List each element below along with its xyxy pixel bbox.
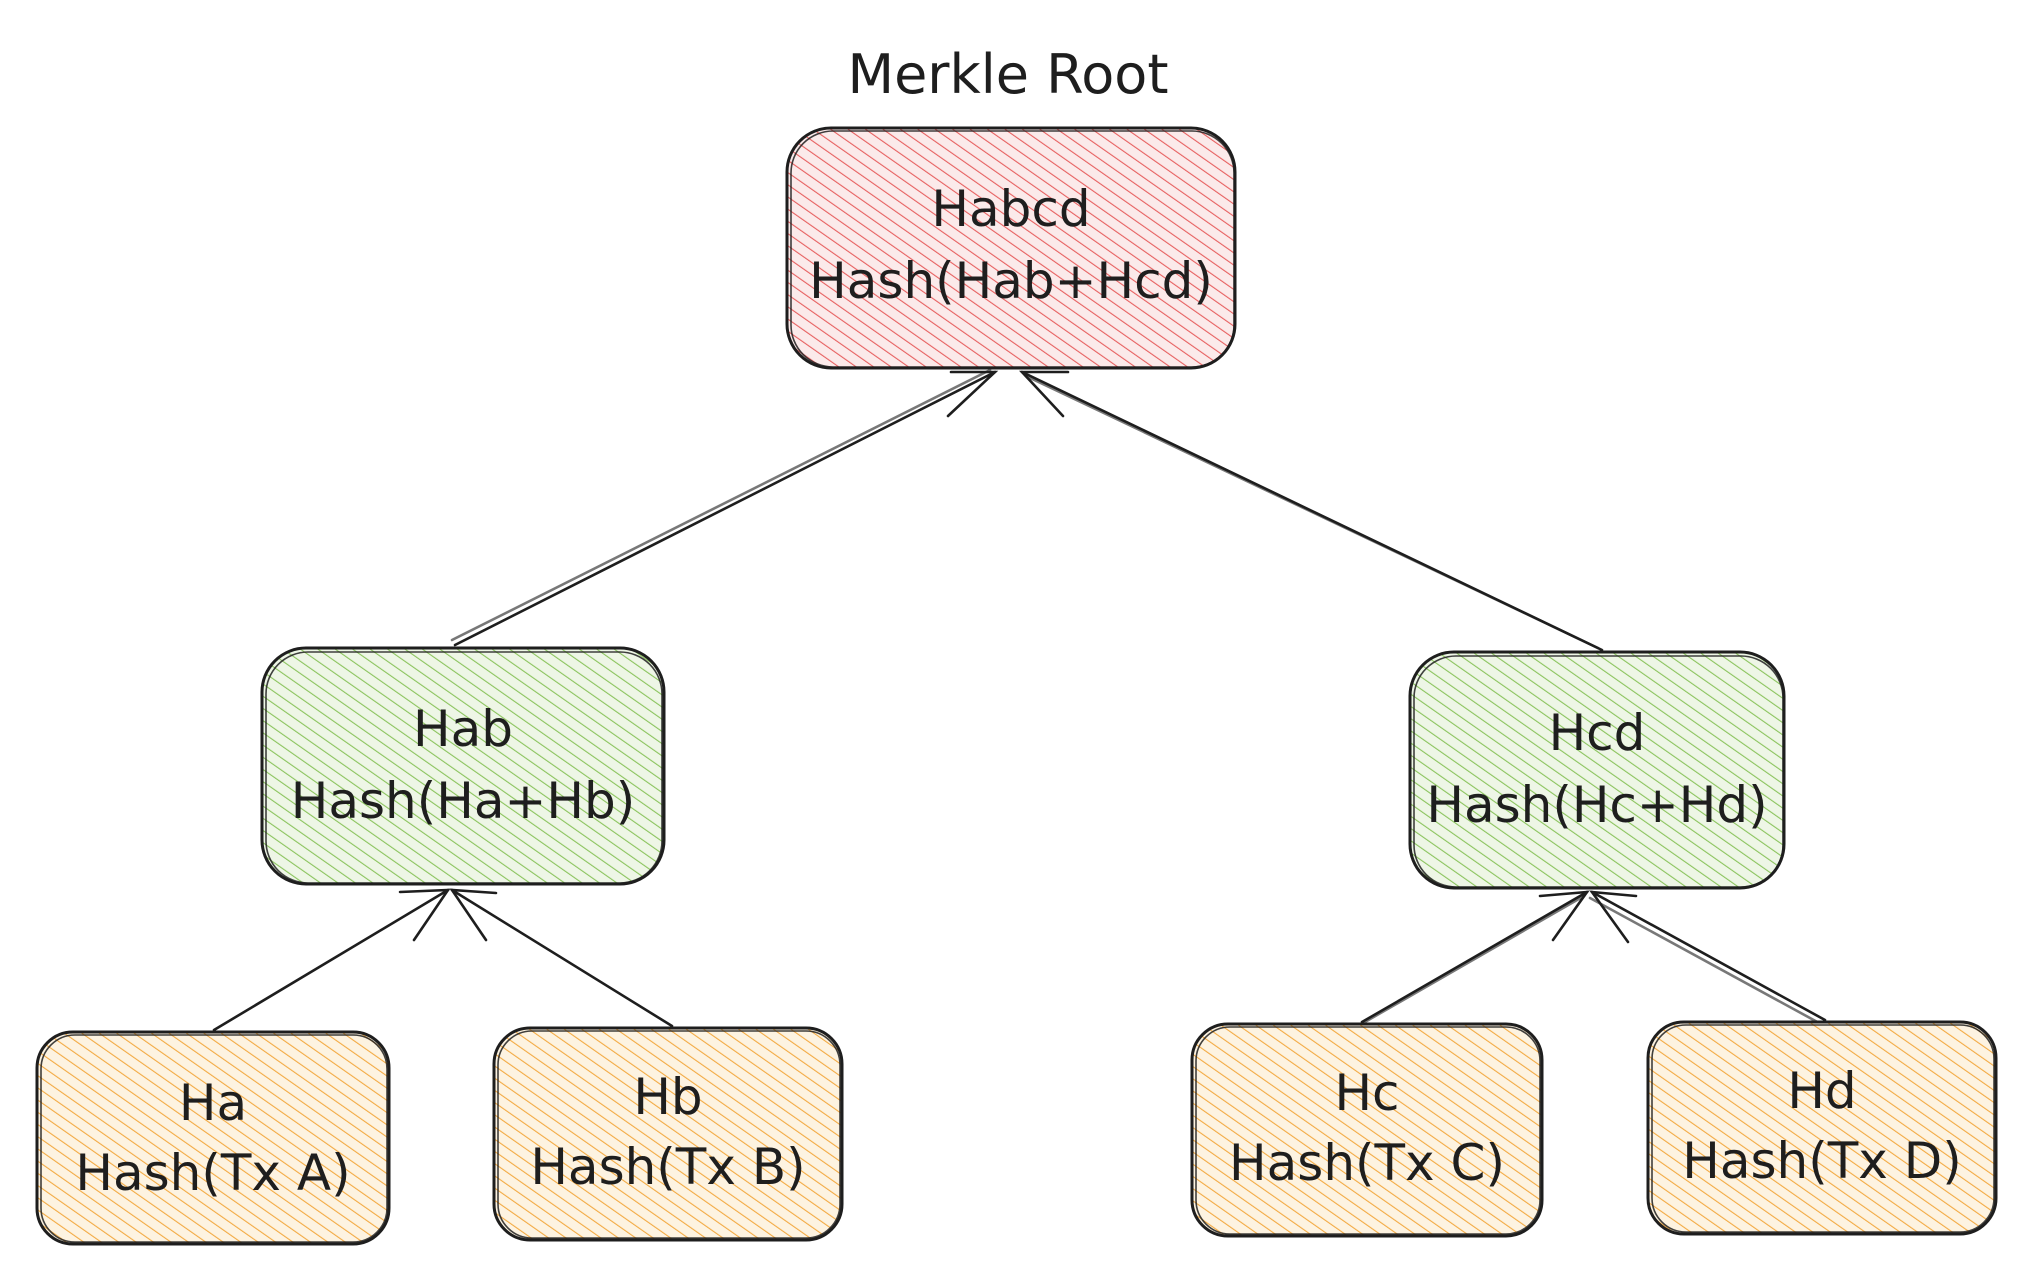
hb-title: Hb (633, 1068, 702, 1126)
node-hc: Hc Hash(Tx C) (1190, 1022, 1544, 1238)
root-title: Habcd (931, 180, 1090, 238)
node-hb: Hb Hash(Tx B) (492, 1026, 844, 1242)
hcd-title: Hcd (1549, 704, 1646, 762)
node-hab: Hab Hash(Ha+Hb) (260, 646, 666, 886)
edge-hab-to-root (450, 368, 999, 647)
edges (212, 368, 1827, 1032)
node-hcd: Hcd Hash(Hc+Hd) (1408, 650, 1786, 890)
node-hd: Hd Hash(Tx D) (1646, 1020, 1998, 1236)
hcd-hash: Hash(Hc+Hd) (1426, 776, 1767, 834)
ha-hash: Hash(Tx A) (75, 1144, 350, 1202)
edge-hc-to-hcd (1356, 890, 1590, 1028)
edge-ha-to-hab (212, 888, 451, 1032)
hab-hash: Hash(Ha+Hb) (291, 772, 635, 830)
merkle-root-heading: Merkle Root (847, 43, 1168, 106)
hab-title: Hab (413, 700, 513, 758)
hc-hash: Hash(Tx C) (1229, 1134, 1505, 1192)
ha-title: Ha (179, 1074, 247, 1132)
hb-hash: Hash(Tx B) (530, 1138, 805, 1196)
edge-hcd-to-root (1019, 370, 1604, 652)
node-ha: Ha Hash(Tx A) (35, 1030, 391, 1246)
hd-hash: Hash(Tx D) (1682, 1132, 1962, 1190)
edge-hd-to-hcd (1588, 890, 1827, 1026)
root-hash: Hash(Hab+Hcd) (809, 252, 1213, 310)
hd-title: Hd (1787, 1062, 1856, 1120)
node-root-habcd: Habcd Hash(Hab+Hcd) (785, 126, 1237, 370)
hc-title: Hc (1334, 1064, 1399, 1122)
edge-hb-to-hab (449, 888, 674, 1028)
